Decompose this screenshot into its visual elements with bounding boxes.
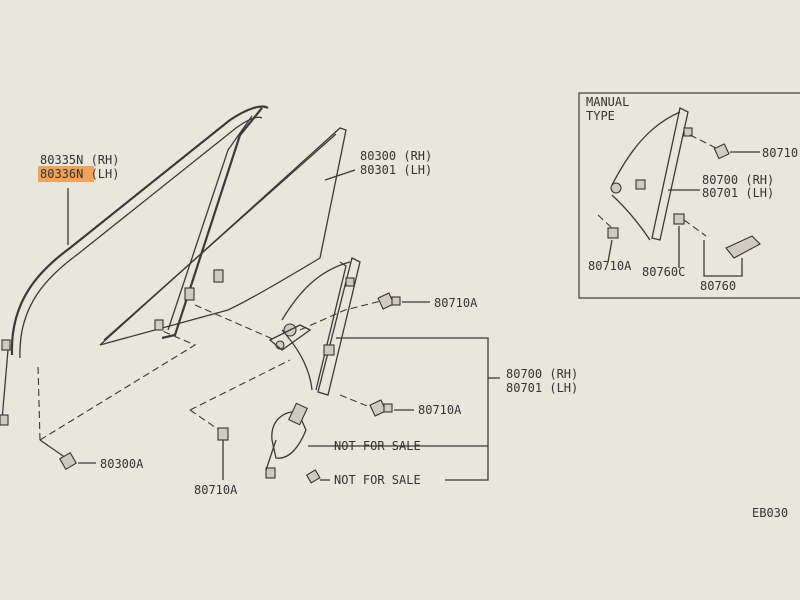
manual-type-inset [578, 92, 800, 299]
label-motor-not-for-sale: NOT FOR SALE [334, 439, 421, 453]
label-regulator-lh: 80701 (LH) [506, 381, 578, 395]
inset-label-handle: 80760 [700, 279, 736, 293]
label-regulator-bolt-mid: 80710A [418, 403, 462, 417]
motor-screw-icon [305, 469, 321, 484]
label-door-glass-rh: 80300 (RH) [360, 149, 432, 163]
figure-code: EB030 [752, 506, 788, 520]
regulator-motor [265, 402, 308, 479]
door-glass [99, 127, 347, 346]
inset-label-bolt: 80710 [762, 146, 798, 160]
label-door-glass-lh: 80301 (LH) [360, 163, 432, 177]
label-glass-run-rh: 80335N (RH) [40, 153, 119, 167]
glass-bolt-icon [39, 439, 96, 470]
label-regulator-rh: 80700 (RH) [506, 367, 578, 381]
regulator-bolt-mid-icon [369, 399, 414, 417]
inset-label-washer: 80760C [642, 265, 685, 279]
inset-label-regulator-lh: 80701 (LH) [702, 186, 774, 200]
inset-title-line-2: TYPE [586, 109, 615, 123]
highlight-marker [38, 166, 94, 182]
regulator-bolt-lower-icon [217, 427, 229, 480]
regulator-bolt-upper-icon [377, 292, 430, 310]
inset-label-regulator-bolt: 80710A [588, 259, 632, 273]
label-regulator-bolt-upper: 80710A [434, 296, 478, 310]
inset-title-line-1: MANUAL [586, 95, 629, 109]
glass-run-channel [0, 105, 269, 426]
power-regulator-assembly [268, 257, 361, 396]
inset-label-regulator-rh: 80700 (RH) [702, 173, 774, 187]
label-glass-bolt: 80300A [100, 457, 144, 471]
label-glass-run-lh: 80336N (LH) [40, 167, 119, 181]
label-screw-not-for-sale: NOT FOR SALE [334, 473, 421, 487]
label-regulator-bolt-lower: 80710A [194, 483, 238, 497]
